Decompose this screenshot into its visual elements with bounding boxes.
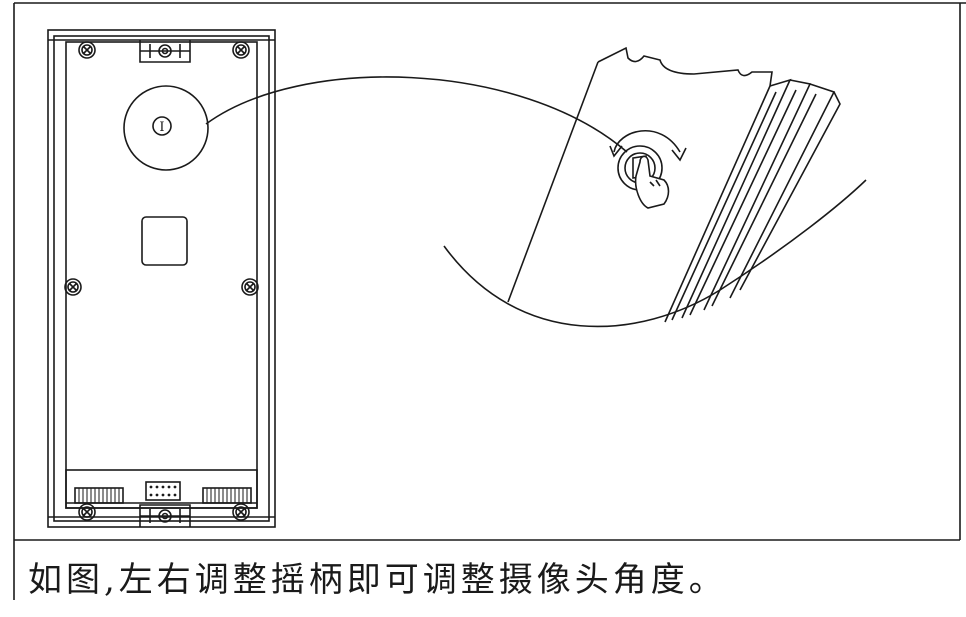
screw-icon: [232, 41, 250, 59]
screw-icon: [78, 41, 96, 59]
device-back-panel: I: [47, 29, 276, 528]
rotate-arrow-icon: [609, 129, 687, 162]
screw-icon: [232, 503, 250, 521]
magnifier-outline: [443, 179, 867, 328]
bottom-bracket: [139, 504, 191, 527]
magnified-detail: [443, 46, 867, 328]
screw-icon: [241, 278, 259, 296]
sensor-window: [141, 216, 188, 266]
hand-pointer-icon: [634, 155, 670, 209]
screw-icon: [78, 503, 96, 521]
terminal-block: [65, 469, 258, 509]
figure-border: [13, 2, 966, 600]
knob-marker-label: I: [159, 120, 164, 135]
screw-icon: [64, 278, 82, 296]
callout-leader-line: [205, 76, 628, 153]
top-bracket: [139, 40, 191, 63]
camera-knob-callout: I: [123, 85, 209, 171]
figure-caption: 如图,左右调整摇柄即可调整摄像头角度。: [28, 560, 727, 600]
